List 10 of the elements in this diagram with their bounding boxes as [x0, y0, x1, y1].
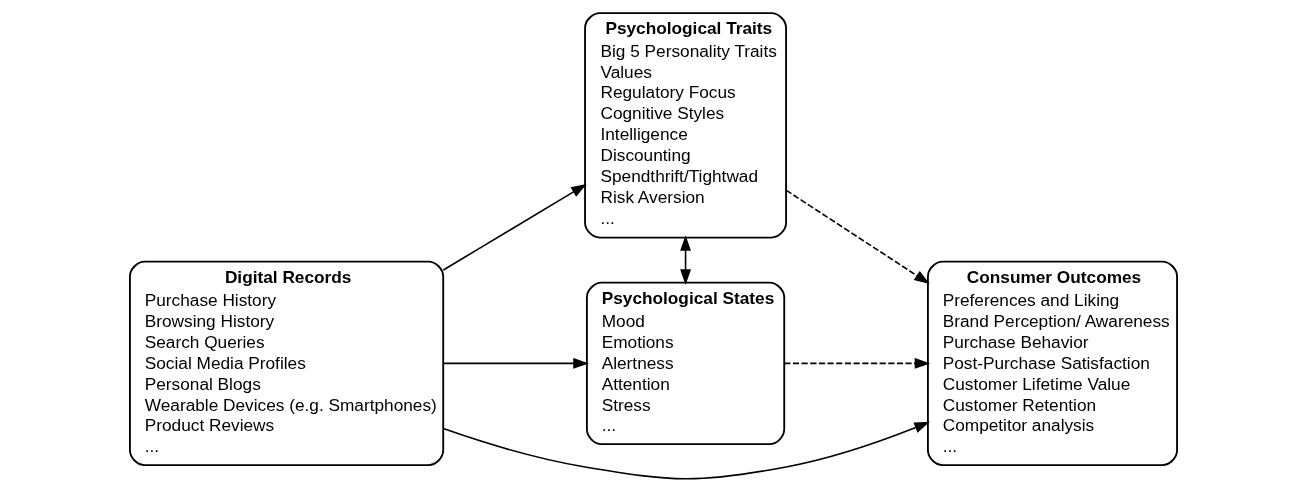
node-box: Psychological States Mood Emotions Alertness Attention Stress ...: [585, 281, 786, 446]
arrow: [783, 357, 931, 369]
node-box: Digital Records Purchase History Browsing History Search Queries Social Media Profiles Personal Blogs Wearable Devices (e.g. Smartphones) Product Reviews ...: [129, 260, 445, 467]
node-box: Consumer Outcomes Preferences and Liking Brand Perception/ Awareness Purchase Behavior Post-Purchase Satisfaction Customer Lifetime Value Customer Retention Competitor analysis ...: [927, 260, 1178, 467]
node-box: Psychological Traits Big 5 Personality Traits Values Regulatory Focus Cognitive Styles Intelligence Discounting Spendthrift/Tightwad Risk Aversion ...: [584, 12, 787, 239]
arrow: [785, 189, 930, 285]
arrow: [680, 235, 691, 285]
arrow: [442, 183, 587, 271]
arrow: [442, 421, 930, 480]
arrow: [442, 357, 589, 369]
